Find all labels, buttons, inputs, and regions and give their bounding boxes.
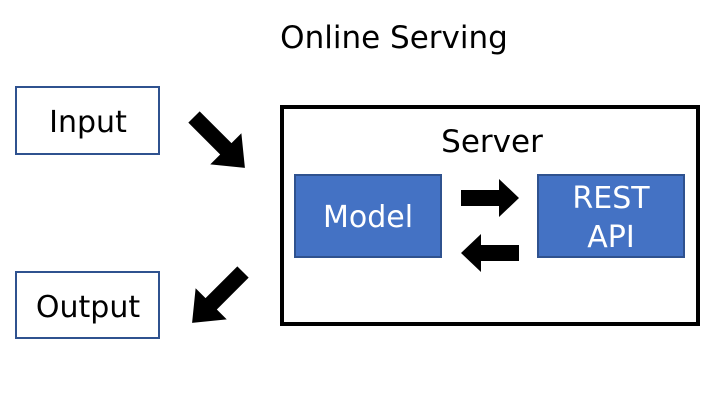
server-to-output-arrow-icon — [192, 266, 249, 323]
model-label: Model — [323, 200, 413, 235]
api-to-model-arrow-icon — [461, 234, 519, 272]
rest-api-label-line1: REST — [572, 181, 650, 216]
output-box — [15, 271, 160, 339]
model-to-api-arrow-icon — [461, 179, 519, 217]
input-to-server-arrow-icon — [188, 111, 245, 168]
rest-api-box — [537, 174, 685, 258]
model-box — [294, 174, 442, 258]
server-label: Server — [441, 124, 543, 160]
diagram-title: Online Serving — [280, 20, 508, 56]
output-label: Output — [36, 290, 140, 325]
input-box — [15, 86, 160, 155]
rest-api-label-line2: API — [587, 220, 634, 255]
input-label: Input — [49, 105, 127, 140]
